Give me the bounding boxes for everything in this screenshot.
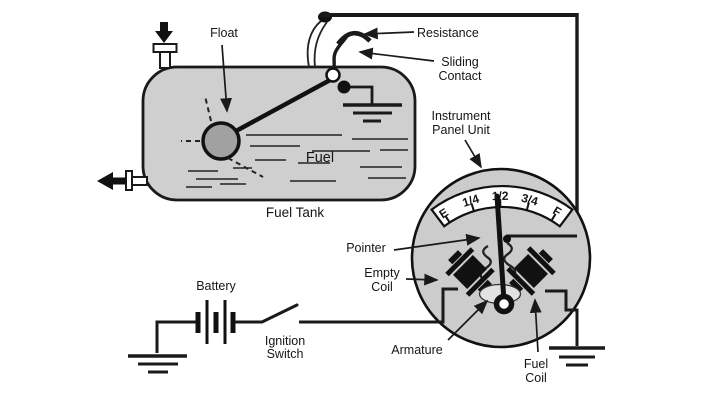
gauge-ground-icon <box>549 346 605 367</box>
sender-pivot <box>325 67 341 83</box>
fuel-out-arrow-icon <box>97 172 126 190</box>
sender-ground-wire <box>350 85 374 104</box>
gauge-scale-ticks <box>444 198 557 224</box>
instrument-panel-leader-arrow <box>464 139 482 169</box>
circuit-wires <box>320 13 579 236</box>
instrument-panel-label-2: Panel Unit <box>432 123 490 137</box>
fuel-tank-body <box>141 65 417 202</box>
pointer-label: Pointer <box>346 241 386 255</box>
ignition-switch-label-2: Switch <box>267 347 304 361</box>
fuel-coil-label-2: Coil <box>525 371 547 385</box>
resistance-leader-arrow <box>363 27 415 40</box>
filler-neck <box>152 43 178 69</box>
battery-symbol <box>195 300 236 344</box>
ignition-switch-label-1: Ignition <box>265 334 305 348</box>
lead-wire-left <box>306 20 322 68</box>
armature-label: Armature <box>391 343 442 357</box>
sliding-contact-leader-arrow <box>358 47 435 62</box>
callout-labels: Float Resistance Sliding Contact Instrum… <box>196 26 548 385</box>
resistance-label: Resistance <box>417 26 479 40</box>
float-arm <box>233 76 335 134</box>
sliding-contact-label-1: Sliding <box>441 55 479 69</box>
gauge-ground-wire <box>545 289 579 346</box>
empty-coil-label-2: Coil <box>371 280 393 294</box>
instrument-panel-unit: E 1/4 1/2 3/4 F <box>299 167 592 349</box>
fuel-tank-label: Fuel Tank <box>266 205 325 220</box>
fuel-coil <box>506 246 556 296</box>
gauge-terminal-dot <box>503 235 511 243</box>
scale-label-threequarter: 3/4 <box>520 191 540 209</box>
armature-leader-arrow <box>447 299 489 341</box>
scale-label-half: 1/2 <box>492 189 509 203</box>
float-ball <box>201 121 241 161</box>
gauge-needle <box>494 193 507 304</box>
empty-coil-label-1: Empty <box>364 266 400 280</box>
fuel-coil-leader-arrow <box>529 298 542 353</box>
empty-coil <box>445 247 495 297</box>
instrument-panel-label-1: Instrument <box>431 109 491 123</box>
pointer-leader-arrow <box>393 233 481 251</box>
scale-label-quarter: 1/4 <box>461 191 481 209</box>
fuel-coil-label-1: Fuel <box>524 357 548 371</box>
ignition-switch-blade <box>260 303 299 324</box>
sender-unit <box>306 11 402 123</box>
fuel-fill-arrow-icon <box>155 22 173 43</box>
ignition-to-gauge-wire <box>299 287 458 324</box>
battery-label: Battery <box>196 279 236 293</box>
lead-wire-right <box>313 21 328 68</box>
gauge-scale-band <box>430 185 574 228</box>
empty-coil-leader-arrow <box>405 273 439 286</box>
needle-pivot <box>493 293 515 315</box>
sliding-contact-label-2: Contact <box>438 69 482 83</box>
fuel-label: Fuel <box>306 150 334 166</box>
battery-ground-icon <box>128 354 187 374</box>
float-motion-dashes <box>181 95 264 178</box>
fuel-tank: Fuel <box>97 22 417 202</box>
float-leader-arrow <box>220 44 232 113</box>
battery-circuit <box>128 300 299 374</box>
fuel-surface-lines <box>186 134 408 188</box>
battery-ground-wire <box>155 320 197 353</box>
sender-ground-icon <box>343 103 402 123</box>
float-label: Float <box>210 26 238 40</box>
right-hairspring <box>503 241 517 276</box>
sender-terminal-dot <box>337 80 351 94</box>
